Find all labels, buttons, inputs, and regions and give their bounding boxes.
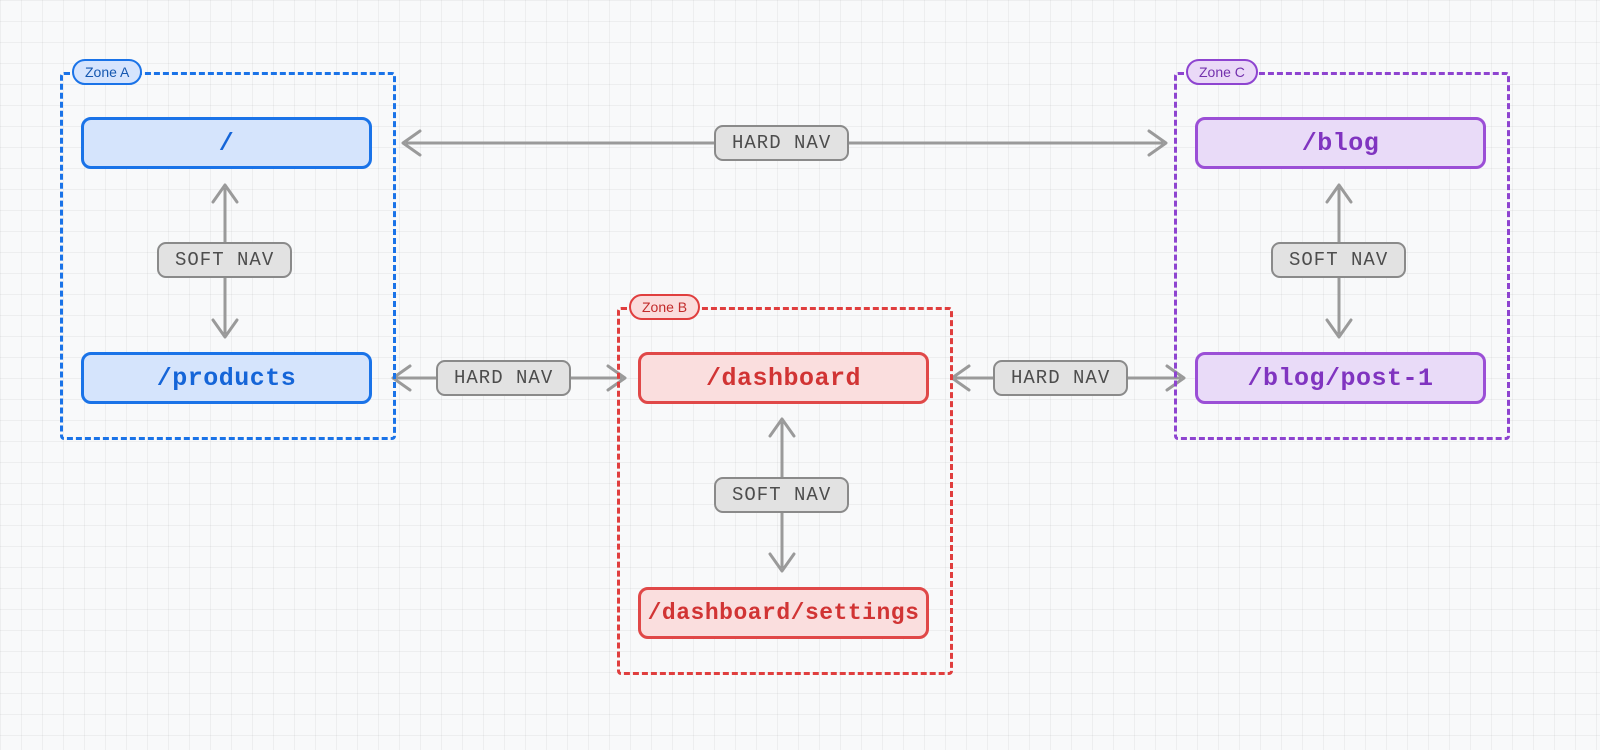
zone-c-container[interactable] <box>1174 72 1510 440</box>
edge-label-hard-nav-dashboard-blogpost: HARD NAV <box>993 360 1129 396</box>
zone-b-container[interactable] <box>617 307 953 675</box>
node-blog[interactable]: /blog <box>1195 117 1486 169</box>
edge-label-soft-nav-root-products: SOFT NAV <box>157 242 293 278</box>
node-root[interactable]: / <box>81 117 372 169</box>
zone-b-label: Zone B <box>629 294 701 320</box>
node-products[interactable]: /products <box>81 352 372 404</box>
node-dashboard-settings[interactable]: /dashboard/settings <box>638 587 929 639</box>
edge-label-hard-nav-products-dashboard: HARD NAV <box>436 360 572 396</box>
edge-label-soft-nav-dashboard-settings: SOFT NAV <box>714 477 850 513</box>
zone-a-label: Zone A <box>72 59 143 85</box>
zone-c-label: Zone C <box>1186 59 1258 85</box>
edge-label-soft-nav-blog-blogpost: SOFT NAV <box>1271 242 1407 278</box>
edge-label-hard-nav-root-blog: HARD NAV <box>714 125 850 161</box>
zone-a-container[interactable] <box>60 72 396 440</box>
node-dashboard[interactable]: /dashboard <box>638 352 929 404</box>
node-blog-post-1[interactable]: /blog/post-1 <box>1195 352 1486 404</box>
